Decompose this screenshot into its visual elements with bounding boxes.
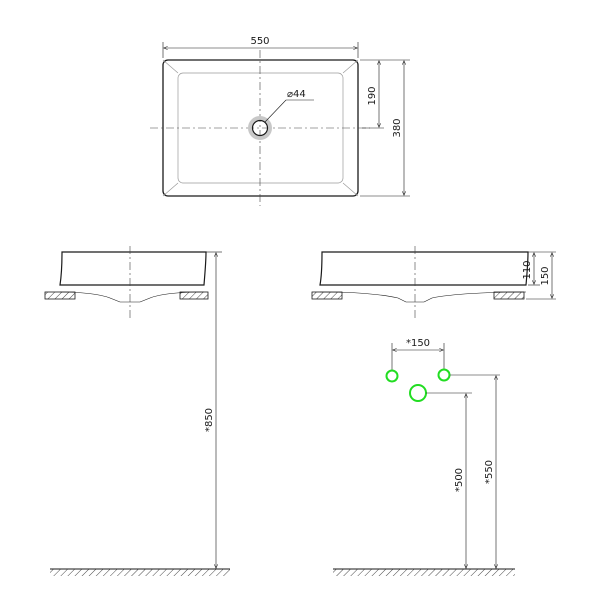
width-label: 550 bbox=[250, 36, 269, 47]
drain-offset-label: 190 bbox=[367, 86, 378, 105]
bowl-depth-label: 110 bbox=[522, 260, 533, 279]
drain-hole bbox=[251, 119, 269, 137]
side-basin-base bbox=[319, 291, 527, 303]
top-view: 550 190 380 ⌀44 bbox=[150, 36, 410, 206]
depth-label: 380 bbox=[392, 118, 403, 137]
front-basin-body bbox=[59, 251, 207, 286]
side-counter-right bbox=[493, 291, 525, 300]
supply-connection-right-icon bbox=[437, 368, 451, 382]
side-view: 110 150 *150 *500 *550 bbox=[311, 246, 556, 576]
waste-connection-icon bbox=[409, 384, 427, 402]
front-counter-left bbox=[44, 291, 76, 300]
side-counter-left bbox=[311, 291, 343, 300]
front-view: *850 bbox=[44, 246, 230, 576]
drain-hole-outer bbox=[248, 116, 272, 140]
diameter-value: 44 bbox=[293, 89, 306, 100]
supply-connection-left-icon bbox=[385, 369, 399, 383]
diameter-leader bbox=[264, 99, 287, 123]
bowl-height-label: 150 bbox=[540, 266, 551, 285]
diameter-symbol: ⌀ bbox=[287, 89, 293, 100]
side-basin-body bbox=[319, 251, 529, 286]
diameter-label: ⌀44 bbox=[287, 89, 306, 100]
supply-height-label: *550 bbox=[484, 460, 495, 484]
counter-height-label: *850 bbox=[204, 408, 215, 432]
front-counter-right bbox=[179, 291, 209, 300]
waste-height-label: *500 bbox=[454, 468, 465, 492]
tap-spacing-label: *150 bbox=[406, 338, 430, 349]
